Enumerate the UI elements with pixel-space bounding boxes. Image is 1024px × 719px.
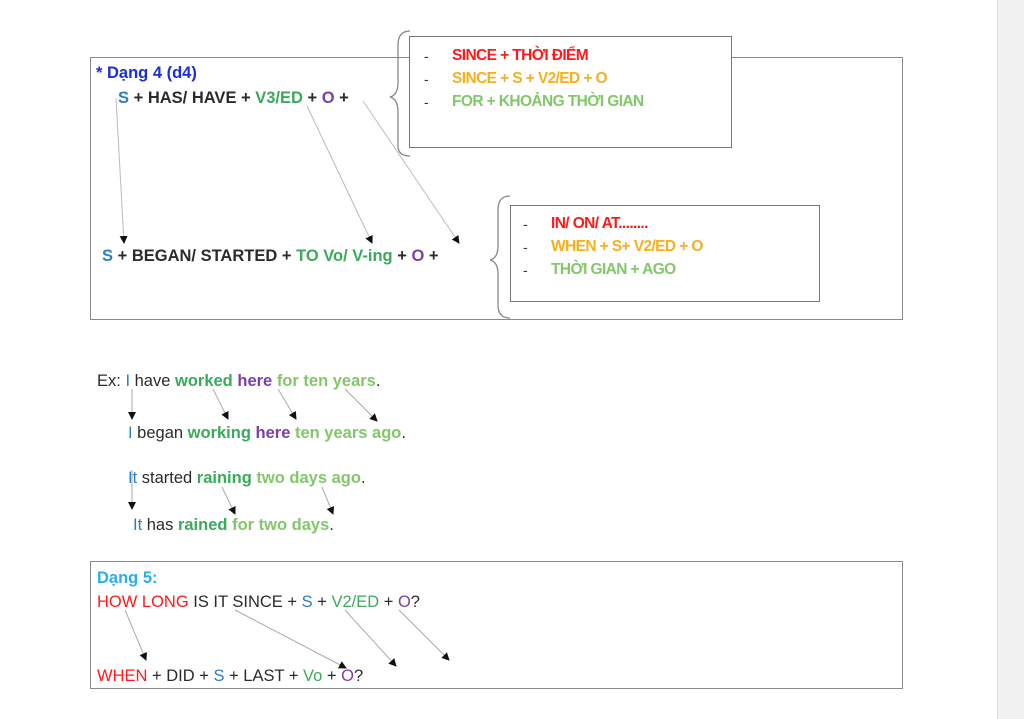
d5-f1-how-long: HOW LONG (97, 593, 189, 611)
d5-f1-part3: + (379, 593, 398, 611)
ex2-time: ten years ago (294, 424, 402, 442)
ex2-part1: began (132, 424, 188, 442)
d5-title: Dạng 5: (97, 569, 158, 588)
example-1: Ex: I have worked here for ten years. (97, 372, 380, 391)
d5-f1-end: ? (410, 593, 420, 611)
d5-f2-part2: + LAST + (224, 667, 304, 685)
ex4-end: . (329, 516, 334, 534)
d5-f1-subject: S (301, 593, 313, 611)
ex2-subject: I (128, 424, 133, 442)
d5-f2-end: ? (353, 667, 364, 685)
d4-formula-1: S + HAS/ HAVE + V3/ED + O + (118, 89, 349, 108)
d5-f2-object: O (341, 667, 354, 685)
ex1-verb: worked (174, 372, 233, 390)
ex3-subject: It (128, 469, 138, 487)
ex3-time: two days ago (256, 469, 361, 487)
d5-f2-when: WHEN (97, 667, 148, 685)
ex2-verb: working (187, 424, 251, 442)
example-3: It started raining two days ago. (128, 469, 366, 488)
vertical-scrollbar[interactable] (997, 0, 1024, 719)
d5-f2-subject: S (213, 667, 225, 685)
d4-note-since-clause: SINCE + S + V2/ED + O (452, 70, 608, 87)
ex1-part1: have (130, 372, 175, 390)
d4-notes1-box (409, 36, 732, 148)
d5-f1-verb: V2/ED (331, 593, 380, 611)
d4-title-text: * Dạng 4 (d4) (96, 64, 197, 82)
ex3-part1: started (137, 469, 197, 487)
d4-f2-part3: + (424, 247, 439, 265)
d4-notes1-dash-1: - (424, 48, 429, 64)
d5-box (90, 561, 903, 689)
d4-f1-part3: + (334, 89, 349, 107)
d5-f2-verb: Vo (303, 667, 323, 685)
d5-title-text: Dạng 5: (97, 569, 158, 587)
d5-formula-1: HOW LONG IS IT SINCE + S + V2/ED + O? (97, 593, 420, 612)
d5-formula-2: WHEN + DID + S + LAST + Vo + O? (97, 667, 363, 686)
ex3-end: . (360, 469, 366, 487)
d4-notes2-box (510, 205, 820, 302)
example-2: I began working here ten years ago. (128, 424, 406, 443)
d4-f2-subject: S (102, 247, 114, 265)
d4-f1-part2: + (302, 89, 322, 107)
d4-notes1-dash-2: - (424, 71, 429, 87)
d5-f1-part2: + (312, 593, 332, 611)
d4-note-time-ago: THỜI GIAN + AGO (551, 261, 676, 278)
ex2-end: . (401, 424, 406, 442)
ex2-adverb: here (255, 424, 291, 442)
ex4-verb: rained (177, 516, 228, 534)
d4-f1-object: O (321, 89, 335, 107)
arrow-ex1-verb (212, 388, 229, 420)
example-4: It has rained for two days. (133, 516, 334, 535)
ex3-verb: raining (196, 469, 252, 487)
d4-title: * Dạng 4 (d4) (96, 64, 197, 83)
d5-f2-part1: + DID + (147, 667, 214, 685)
d4-notes2-dash-1: - (523, 216, 528, 232)
d5-f1-object: O (397, 593, 411, 611)
d5-f1-part1: IS IT SINCE + (188, 593, 302, 611)
d4-notes2-dash-3: - (523, 262, 528, 278)
d4-note-for-duration: FOR + KHOẢNG THỜI GIAN (452, 93, 644, 110)
ex1-adverb: here (237, 372, 273, 390)
d4-formula-2: S + BEGAN/ STARTED + TO Vo/ V-ing + O + (102, 247, 439, 266)
d4-f1-subject: S (118, 89, 130, 107)
d4-f1-part1: + HAS/ HAVE + (129, 89, 256, 107)
d4-note-when-clause: WHEN + S+ V2/ED + O (551, 238, 703, 255)
ex4-subject: It (133, 516, 143, 534)
ex1-subject: I (125, 372, 131, 390)
d4-note-since-time: SINCE + THỜI ĐIỂM (452, 47, 589, 64)
d4-notes2-dash-2: - (523, 239, 528, 255)
arrow-ex1-time (344, 388, 378, 422)
ex1-end: . (375, 372, 381, 390)
ex1-time: for ten years (276, 372, 376, 390)
arrow-ex1-adverb (277, 388, 297, 420)
d4-f2-part2: + (392, 247, 412, 265)
d4-f2-object: O (411, 247, 425, 265)
arrow-ex3-verb (221, 486, 236, 515)
arrow-ex3-time (321, 486, 335, 515)
d4-note-in-on-at: IN/ ON/ AT........ (551, 215, 648, 232)
ex1-prefix: Ex: (97, 372, 126, 390)
ex4-part1: has (142, 516, 178, 534)
d4-f2-verb: TO Vo/ V-ing (296, 247, 393, 265)
ex4-time: for two days (232, 516, 330, 534)
d4-f1-verb: V3/ED (255, 89, 303, 107)
d4-f2-part1: + BEGAN/ STARTED + (113, 247, 297, 265)
d5-f2-part3: + (322, 667, 342, 685)
d4-notes1-dash-3: - (424, 94, 429, 110)
